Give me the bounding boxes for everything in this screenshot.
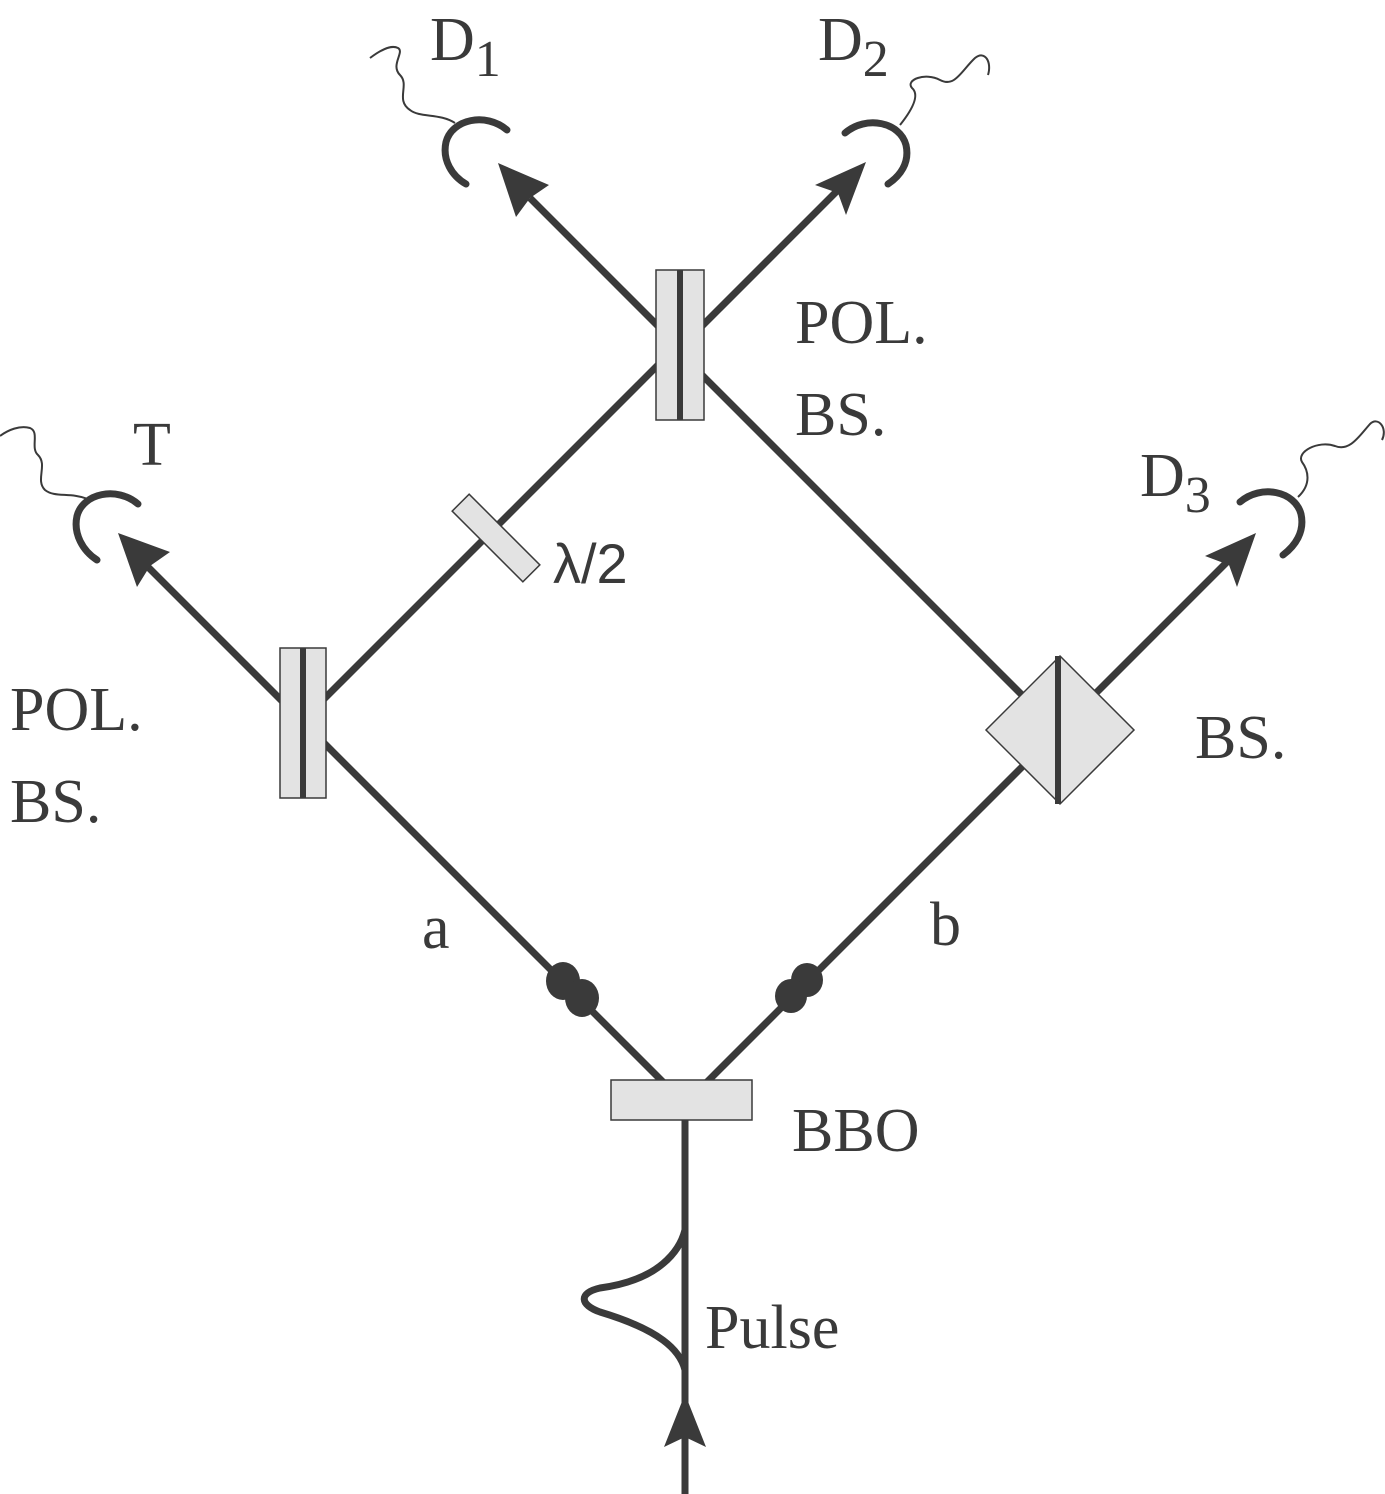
pulse-shape-icon [580,1229,689,1372]
d3-label: D3 [1140,442,1211,524]
photon-b2 [775,979,807,1013]
top-splitter-label-line1: POL. [795,289,928,357]
trigger-arrow-icon [118,533,170,587]
photon-markers [546,962,823,1017]
photon-a2 [565,979,599,1017]
d2-output-beam [677,183,845,351]
labels: D1 D2 D3 T POL. BS. POL. BS. BS. λ/2 a b… [10,6,1286,1362]
d1-arrow-icon [498,163,549,217]
bbo-crystal [610,1079,753,1121]
arm-b-beam [682,728,1061,1107]
detectors [72,116,1306,564]
right-splitter-label: BS. [1195,704,1286,772]
arm-a-label: a [422,894,450,962]
pulse-label: Pulse [705,1294,839,1362]
crystal-label: BBO [792,1097,919,1165]
waveplate-label: λ/2 [553,532,628,595]
d3-detector-icon [1236,488,1306,559]
d2-arrow-icon [815,162,866,215]
half-wave-plate [451,493,541,583]
left-polarizing-beam-splitter [279,647,327,799]
trigger-wire [0,426,89,500]
top-polarizing-beam-splitter [655,269,705,421]
d1-wire [369,46,456,124]
d3-arrow-icon [1205,533,1256,587]
top-splitter-label-line2: BS. [795,381,886,449]
d2-detector-icon [841,119,911,188]
arm-b-label: b [930,891,961,959]
arm-a-beam [299,718,688,1107]
trigger-output-beam [137,556,305,724]
right-beam-splitter [984,654,1136,806]
input-arrow-icon [664,1394,706,1447]
d1-detector-icon [441,116,511,188]
trigger-label: T [133,411,171,479]
left-splitter-label-line1: POL. [10,676,143,744]
right-to-top-beam [677,350,1061,734]
d1-output-beam [527,195,683,351]
left-splitter-label-line2: BS. [10,768,101,836]
d1-label: D1 [430,6,501,88]
d2-label: D2 [818,6,889,88]
trigger-detector-icon [72,490,142,564]
d2-wire [899,54,991,126]
beam-arrows [118,162,1256,1447]
d3-wire [1297,420,1385,498]
beam-paths [137,183,1235,1494]
detector-wires [0,46,1385,500]
